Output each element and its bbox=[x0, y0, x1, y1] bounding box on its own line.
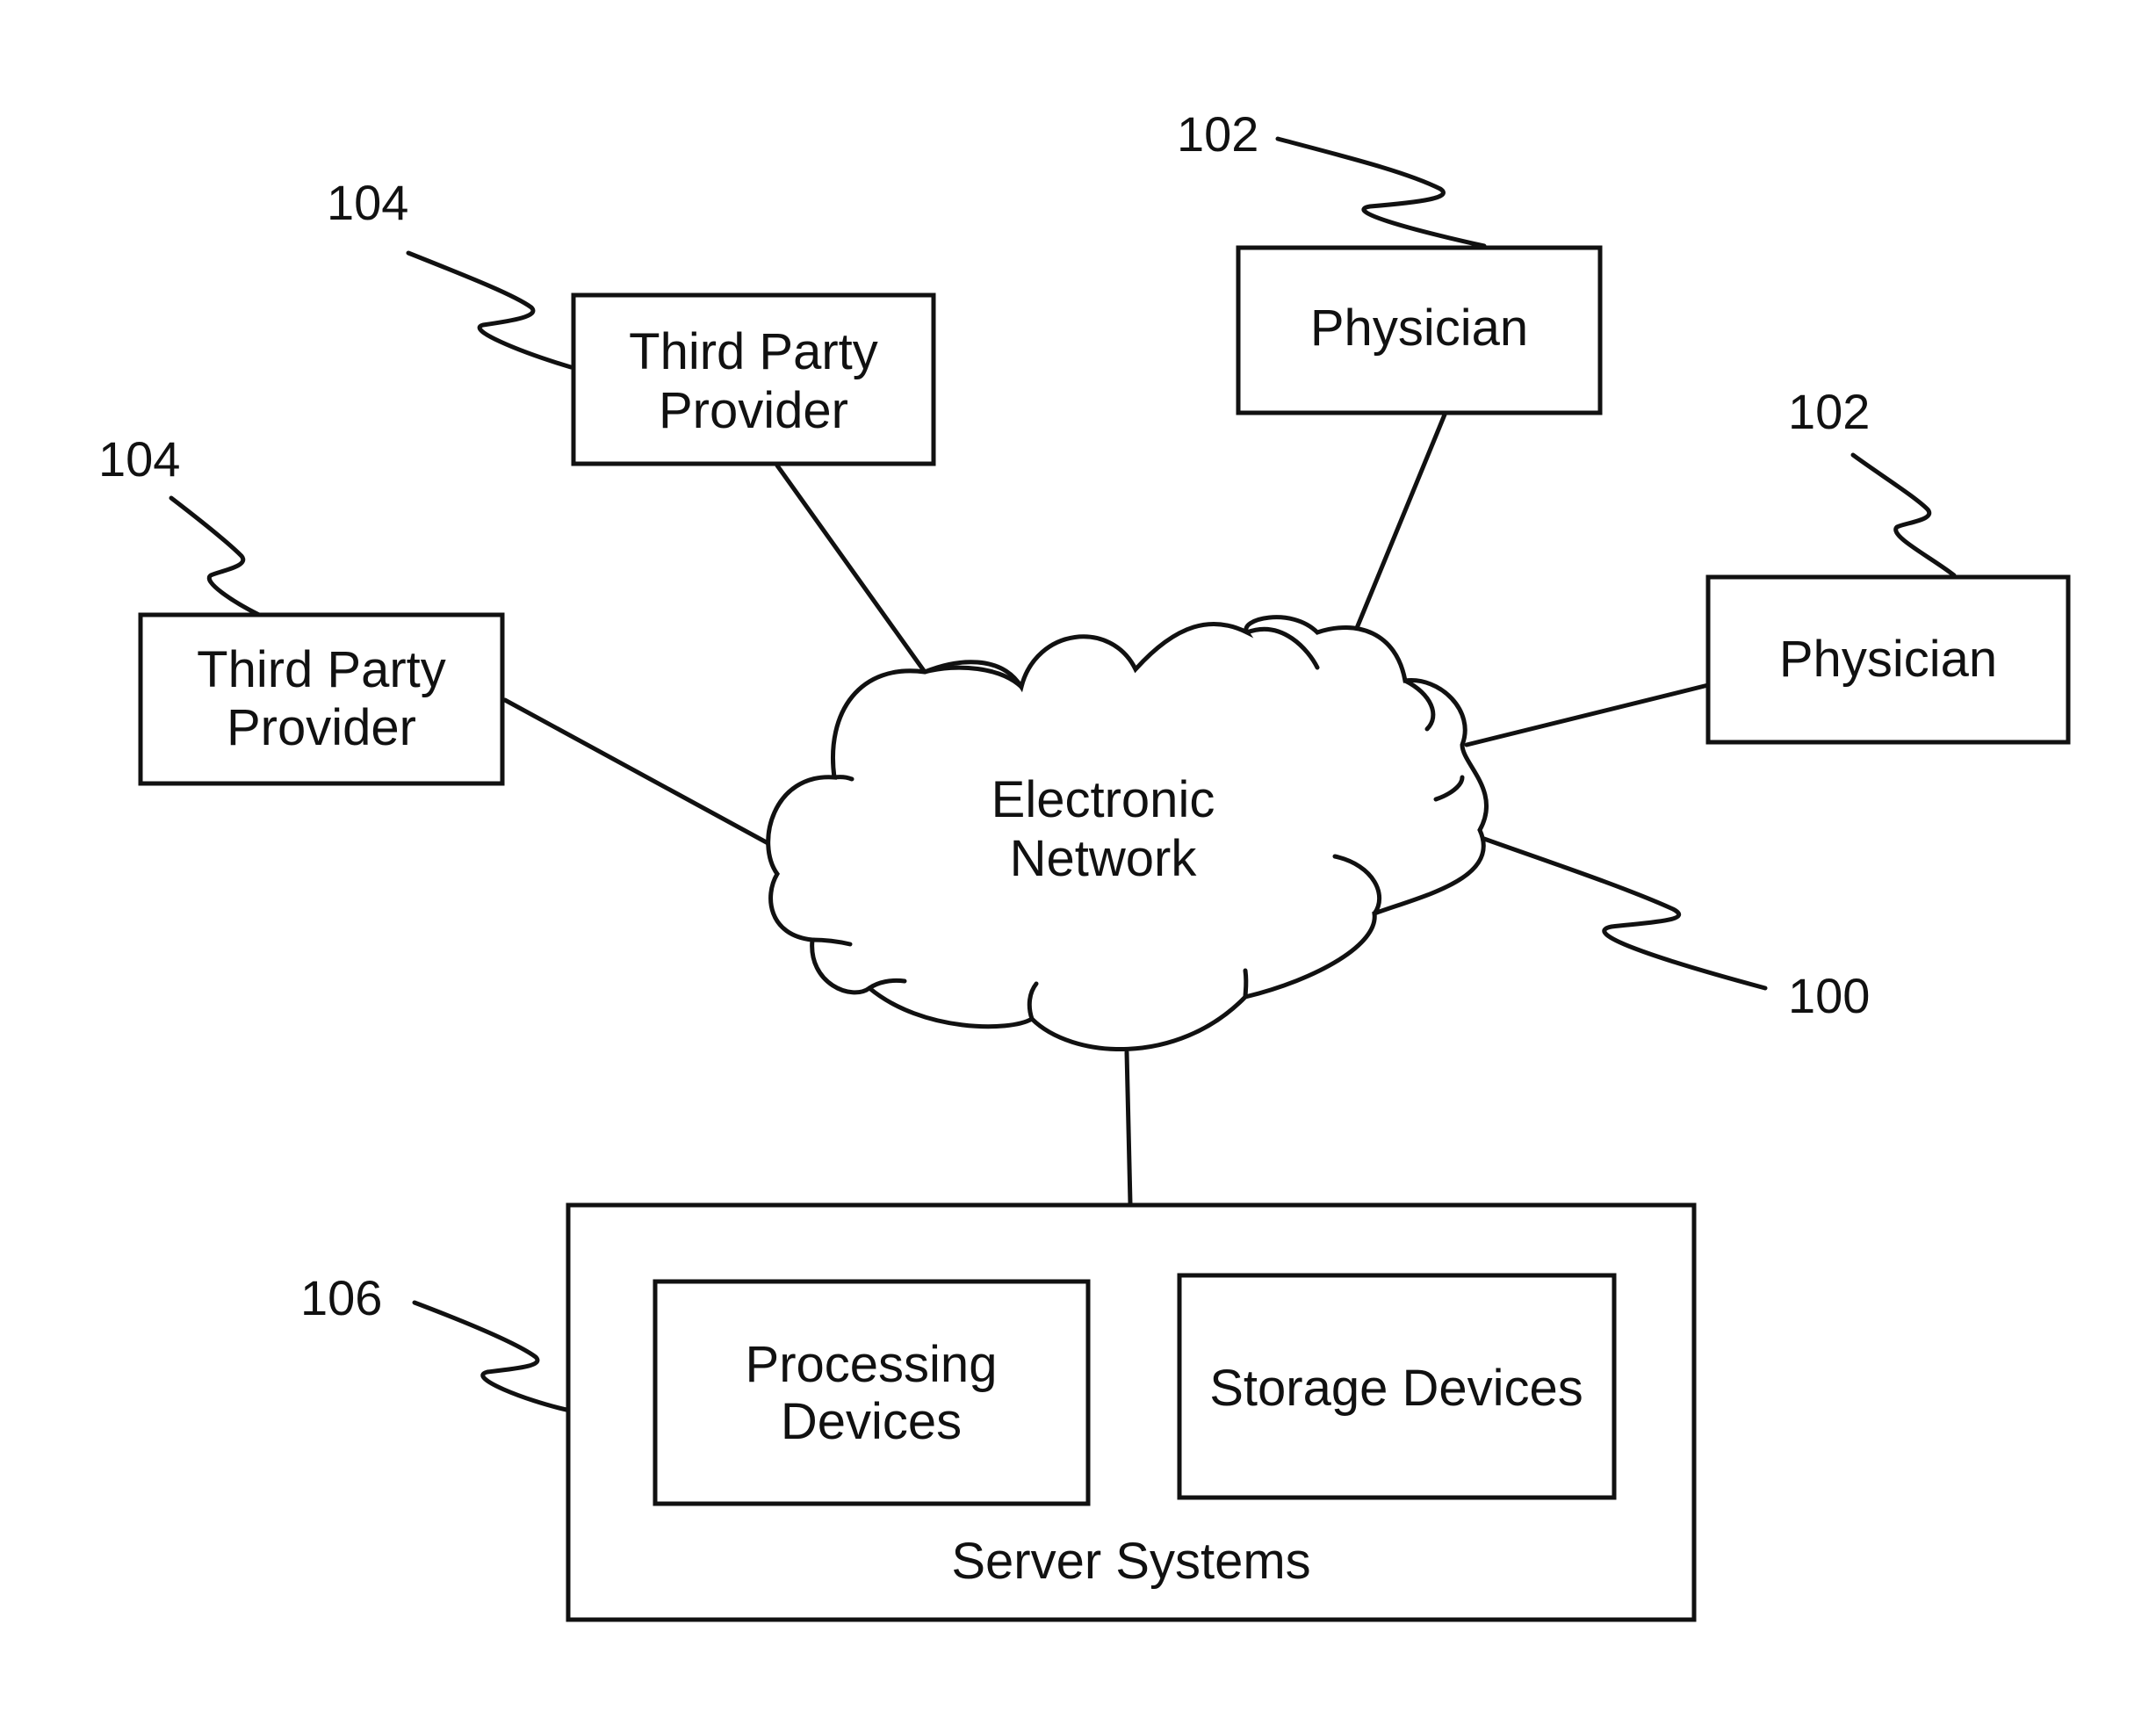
leader-102-right bbox=[1853, 455, 1954, 575]
physician-label: Physician bbox=[1779, 631, 1997, 688]
connector-provider-left bbox=[505, 700, 773, 846]
leader-100 bbox=[1484, 839, 1765, 988]
provider-label-line2: Provider bbox=[659, 382, 848, 439]
ref-numeral-106: 106 bbox=[300, 1270, 382, 1325]
physician-node-top: Physician bbox=[1238, 248, 1600, 413]
ref-numeral-100: 100 bbox=[1788, 968, 1870, 1023]
connector-provider-top bbox=[777, 466, 925, 672]
provider-node-top: Third Party Provider bbox=[573, 295, 934, 464]
provider-label-line2: Provider bbox=[227, 699, 416, 756]
provider-label-line1: Third Party bbox=[629, 323, 878, 380]
processing-devices-label-line2: Devices bbox=[781, 1393, 962, 1450]
server-systems-label: Server Systems bbox=[951, 1533, 1310, 1590]
ref-numeral-104: 104 bbox=[98, 431, 180, 487]
leader-104-top bbox=[408, 253, 571, 367]
leader-104-left bbox=[171, 498, 259, 615]
server-systems-node: Processing Devices Storage Devices Serve… bbox=[568, 1205, 1694, 1620]
processing-devices-label-line1: Processing bbox=[746, 1336, 998, 1393]
provider-node-left: Third Party Provider bbox=[141, 615, 502, 783]
network-label-line1: Electronic bbox=[991, 771, 1215, 828]
cloud-detail-arc bbox=[1245, 971, 1246, 997]
connector-server bbox=[1127, 1052, 1130, 1203]
provider-label-line1: Third Party bbox=[197, 641, 446, 698]
ref-numeral-102: 102 bbox=[1177, 106, 1258, 162]
cloud-detail-arc bbox=[834, 777, 852, 779]
leader-102-top bbox=[1278, 139, 1484, 246]
network-cloud: Electronic Network bbox=[768, 617, 1487, 1050]
connector-physician-right bbox=[1467, 685, 1708, 745]
ref-numeral-104: 104 bbox=[327, 175, 408, 230]
network-label-line2: Network bbox=[1010, 830, 1198, 887]
connector-physician-top bbox=[1357, 415, 1445, 628]
ref-numeral-102: 102 bbox=[1788, 384, 1870, 439]
physician-label: Physician bbox=[1310, 300, 1528, 357]
physician-node-right: Physician bbox=[1708, 577, 2068, 742]
storage-devices-label: Storage Devices bbox=[1209, 1360, 1583, 1417]
leader-106 bbox=[415, 1303, 566, 1410]
